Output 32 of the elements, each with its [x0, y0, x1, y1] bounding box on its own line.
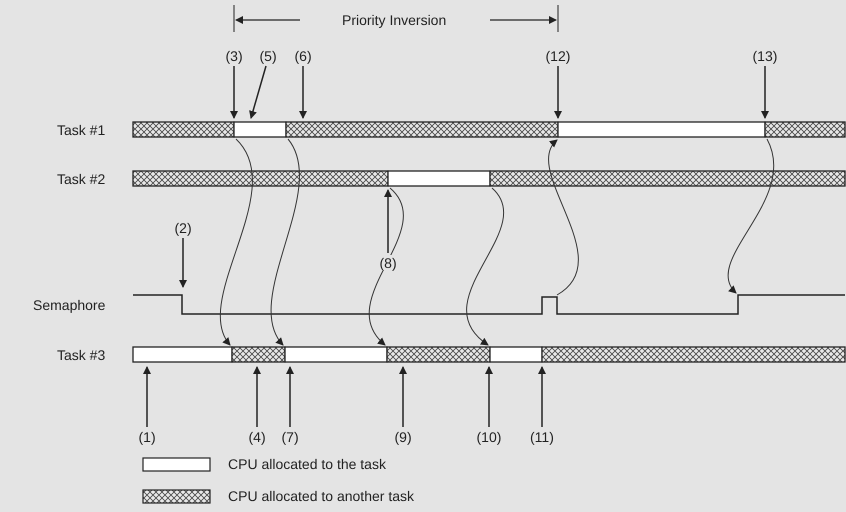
leader-arrow: [538, 366, 546, 427]
leader-arrow: [485, 366, 493, 427]
callout-number: (12): [546, 48, 570, 64]
leader-arrow: [286, 366, 294, 427]
leader-arrow: [554, 66, 562, 119]
leader-arrow: [384, 189, 392, 253]
callout-number: (5): [260, 48, 277, 64]
leader-arrow: [399, 366, 407, 427]
leader-arrow: [299, 66, 307, 119]
row-label: Task #1: [57, 122, 106, 138]
callout-number: (3): [226, 48, 243, 64]
row-label: Task #2: [57, 171, 106, 187]
callout-number: (6): [294, 48, 312, 64]
callout-number: (10): [476, 429, 502, 445]
callout-number: (1): [138, 429, 156, 445]
leader-arrow: [761, 66, 769, 119]
callout-number: (4): [248, 429, 266, 445]
leader-arrow: [143, 366, 151, 427]
row-label: Semaphore: [33, 297, 106, 313]
leader-arrow: [249, 66, 267, 119]
callout-number: (13): [752, 48, 778, 64]
legend-label: CPU allocated to another task: [228, 488, 414, 504]
callout-number: (8): [380, 255, 397, 271]
callout-number: (7): [282, 429, 299, 445]
row-label: Task #3: [57, 347, 106, 363]
leader-arrow: [253, 366, 261, 427]
callout-number: (9): [394, 429, 412, 445]
leader-arrow: [230, 66, 238, 119]
callout-number: (11): [530, 429, 554, 445]
callout-number: (2): [174, 220, 192, 236]
legend-label: CPU allocated to the task: [228, 456, 386, 472]
leader-arrow: [179, 238, 187, 288]
